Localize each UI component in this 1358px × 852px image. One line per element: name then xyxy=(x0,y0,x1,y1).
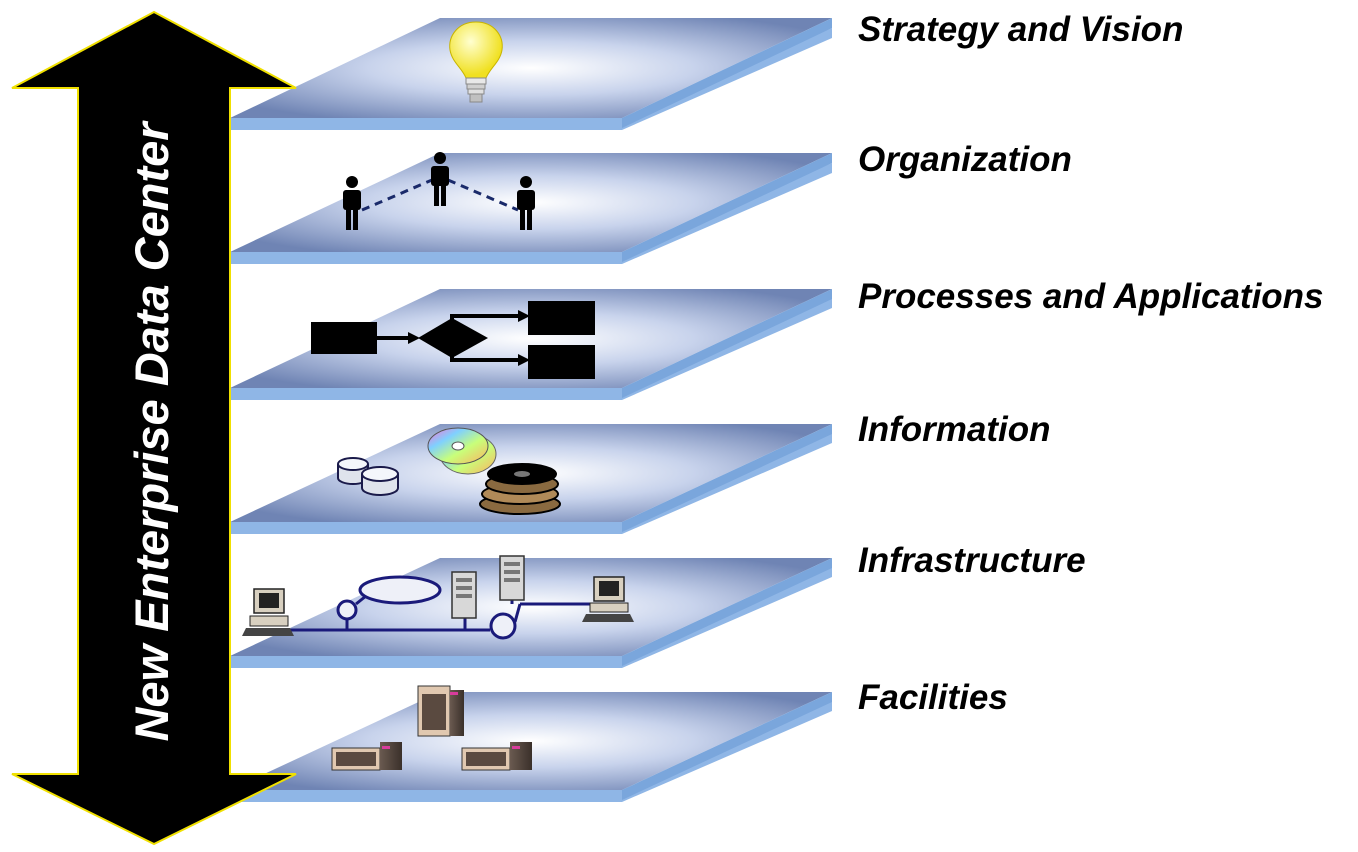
layer-label-information: Information xyxy=(858,410,1051,449)
person-icon xyxy=(343,176,361,230)
layer-label-facilities: Facilities xyxy=(858,678,1008,717)
process-flow-icon xyxy=(311,301,595,379)
tape-reel-icon xyxy=(479,463,561,515)
lightbulb-icon xyxy=(449,21,503,103)
storage-media-icon xyxy=(337,427,561,515)
layer-label-processes: Processes and Applications xyxy=(858,277,1324,316)
layer-label-infrastructure: Infrastructure xyxy=(858,541,1086,580)
people-network-icon xyxy=(343,152,535,230)
workstation-icon xyxy=(242,588,294,636)
person-icon xyxy=(517,176,535,230)
server-icon xyxy=(451,571,477,619)
building-icon xyxy=(417,685,464,737)
disk-drive-icon xyxy=(337,457,399,496)
layer-label-organization: Organization xyxy=(858,140,1072,179)
layer-label-strategy: Strategy and Vision xyxy=(858,10,1184,49)
buildings-icon xyxy=(331,685,532,771)
double-arrow xyxy=(11,10,297,846)
network-icon xyxy=(242,555,634,640)
cd-icon xyxy=(427,427,497,475)
building-icon xyxy=(331,742,402,771)
workstation-icon xyxy=(582,576,634,622)
server-icon xyxy=(499,555,525,601)
vertical-label: New Enterprise Data Center xyxy=(125,120,178,742)
person-icon xyxy=(431,152,449,206)
plate-processes xyxy=(230,289,832,400)
plate-strategy xyxy=(230,18,832,130)
building-icon xyxy=(461,742,532,771)
plate-infrastructure xyxy=(230,558,832,668)
